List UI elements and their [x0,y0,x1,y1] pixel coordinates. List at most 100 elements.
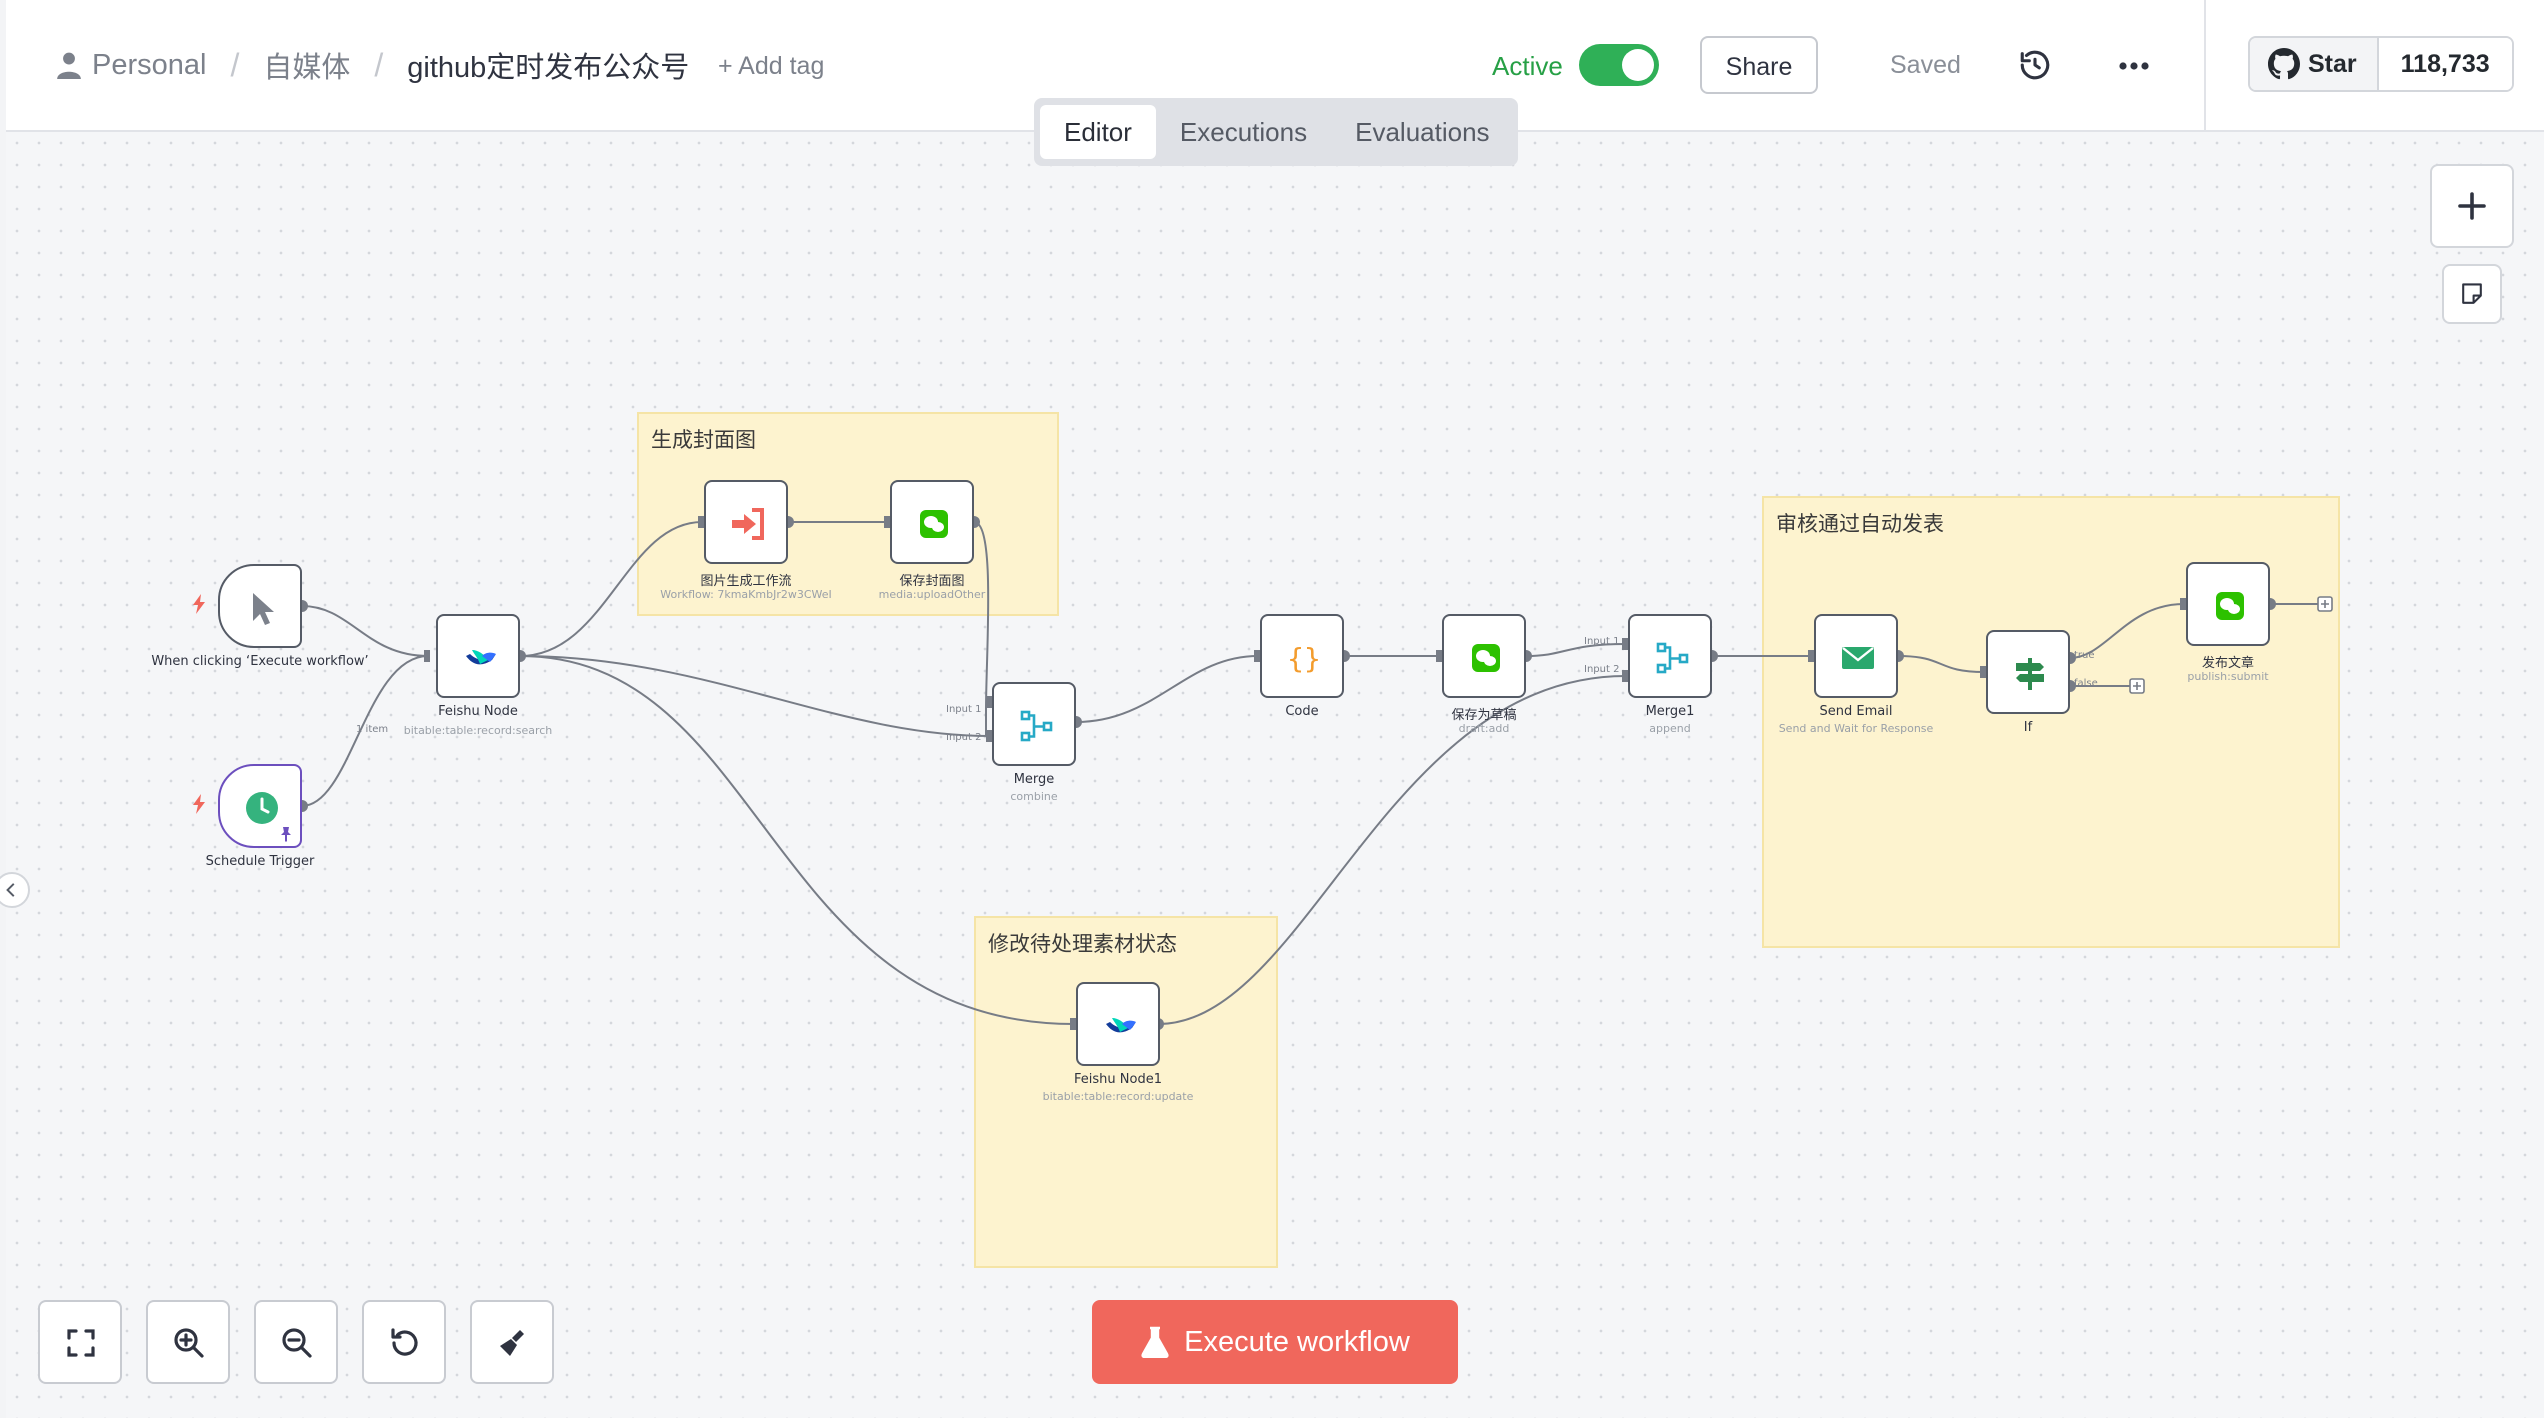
broom-icon [500,1330,524,1356]
zoom-out-icon [282,1328,312,1358]
node-label: Send Email [1819,704,1893,719]
node-label: Feishu Node1 [1074,1072,1162,1087]
node-merge[interactable] [992,682,1076,766]
active-label: Active [1492,51,1563,81]
node-subtitle: draft:add [1458,722,1510,735]
node-publish[interactable] [2186,562,2270,646]
input-handle-label: Input 1 [1584,636,1620,647]
header-divider [2204,0,2206,130]
node-label: 保存封面图 [899,574,965,589]
tab-editor[interactable]: Editor [1040,105,1156,159]
node-send-email[interactable] [1814,614,1898,698]
item-count-label: 1 item [356,724,389,735]
sticky-title: 审核通过自动发表 [1776,512,1944,536]
node-schedule-trigger[interactable] [218,764,302,848]
saved-status: Saved [1890,51,1961,79]
node-label: 保存为草稿 [1451,708,1517,723]
workflow-canvas[interactable]: 生成封面图 审核通过自动发表 修改待处理素材状态 [0,132,2544,1418]
clock-icon [246,792,278,824]
output-handle-label: false [2074,678,2098,689]
breadcrumb-separator: / [374,46,384,83]
tab-evaluations[interactable]: Evaluations [1355,117,1490,147]
node-save-cover[interactable] [890,480,974,564]
node-feishu[interactable] [436,614,520,698]
add-node-button[interactable] [2430,164,2514,248]
input-handle-label: Input 2 [946,732,982,743]
node-subtitle: bitable:table:record:update [1042,1090,1194,1103]
trigger-bolt-icon [193,794,205,814]
node-subtitle: bitable:table:record:search [403,724,553,737]
code-icon: {} [1287,642,1321,675]
feishu-icon [466,650,496,665]
input-handle-label: Input 2 [1584,664,1620,675]
execute-workflow-icon [732,508,764,540]
more-icon[interactable] [2118,56,2150,76]
star-count[interactable]: 118,733 [2378,38,2512,90]
wechat-icon [920,510,948,538]
node-subtitle: append [1649,722,1691,735]
reset-zoom-button[interactable] [362,1300,446,1384]
node-manual-trigger[interactable] [218,564,302,648]
star-label: Star [2308,49,2357,78]
node-code[interactable]: {} [1260,614,1344,698]
breadcrumb-separator: / [230,46,240,83]
person-icon [57,52,81,79]
node-subtitle: Send and Wait for Response [1778,722,1934,735]
workflow-name[interactable]: github定时发布公众号 [407,52,690,84]
node-image-workflow[interactable] [704,480,788,564]
feishu-icon [1106,1018,1136,1033]
execute-workflow-button[interactable]: Execute workflow [1092,1300,1458,1384]
node-subtitle: media:uploadOther [878,588,986,601]
history-icon[interactable] [2018,48,2052,82]
email-icon [1842,647,1874,669]
node-label: Schedule Trigger [205,854,315,869]
merge-icon [1020,710,1053,742]
fit-view-icon [67,1329,95,1357]
node-if[interactable] [1986,630,2070,714]
wechat-icon [1472,644,1500,672]
output-handle-label: true [2074,650,2095,661]
input-handle-label: Input 1 [946,704,982,715]
node-subtitle: combine [1010,790,1058,803]
node-merge1[interactable] [1628,614,1712,698]
github-star-widget: Star 118,733 [2248,36,2514,92]
reset-icon [391,1328,418,1356]
zoom-in-button[interactable] [146,1300,230,1384]
add-sticky-button[interactable] [2442,264,2502,324]
signpost-icon [2016,658,2044,690]
fit-view-button[interactable] [38,1300,122,1384]
node-label: If [2023,720,2033,735]
sticky-note-status[interactable]: 修改待处理素材状态 [974,916,1278,1268]
view-tabs: Editor Executions Evaluations [1034,98,1518,166]
tab-executions[interactable]: Executions [1179,117,1308,147]
node-label: 发布文章 [2201,656,2254,671]
merge-icon [1656,642,1689,674]
sticky-title: 修改待处理素材状态 [988,932,1177,956]
chevron-left-icon [6,883,15,897]
wechat-icon [2216,592,2244,620]
sidebar-collapse-handle[interactable] [0,872,30,908]
tidy-up-button[interactable] [470,1300,554,1384]
zoom-in-icon [174,1328,204,1358]
node-save-draft[interactable] [1442,614,1526,698]
share-button[interactable]: Share [1700,36,1818,94]
github-icon [2268,48,2300,80]
node-label: When clicking ‘Execute workflow’ [151,654,369,669]
sticky-note-icon [2462,283,2482,304]
node-label: Feishu Node [438,704,518,719]
active-toggle[interactable] [1579,44,1659,86]
trigger-bolt-icon [193,594,205,614]
breadcrumb-personal[interactable]: Personal [92,48,207,81]
pin-icon [281,827,291,842]
breadcrumb-folder[interactable]: 自媒体 [263,52,351,84]
node-label: Merge1 [1645,704,1695,719]
zoom-out-button[interactable] [254,1300,338,1384]
plus-icon [2458,192,2486,220]
github-star-button[interactable]: Star [2250,38,2379,90]
add-tag-button[interactable]: + Add tag [718,52,825,80]
node-subtitle: Workflow: 7kmaKmbJr2w3CWeI [660,588,832,601]
node-label: Merge [1013,772,1055,787]
node-feishu1[interactable] [1076,982,1160,1066]
cursor-icon [253,593,274,625]
